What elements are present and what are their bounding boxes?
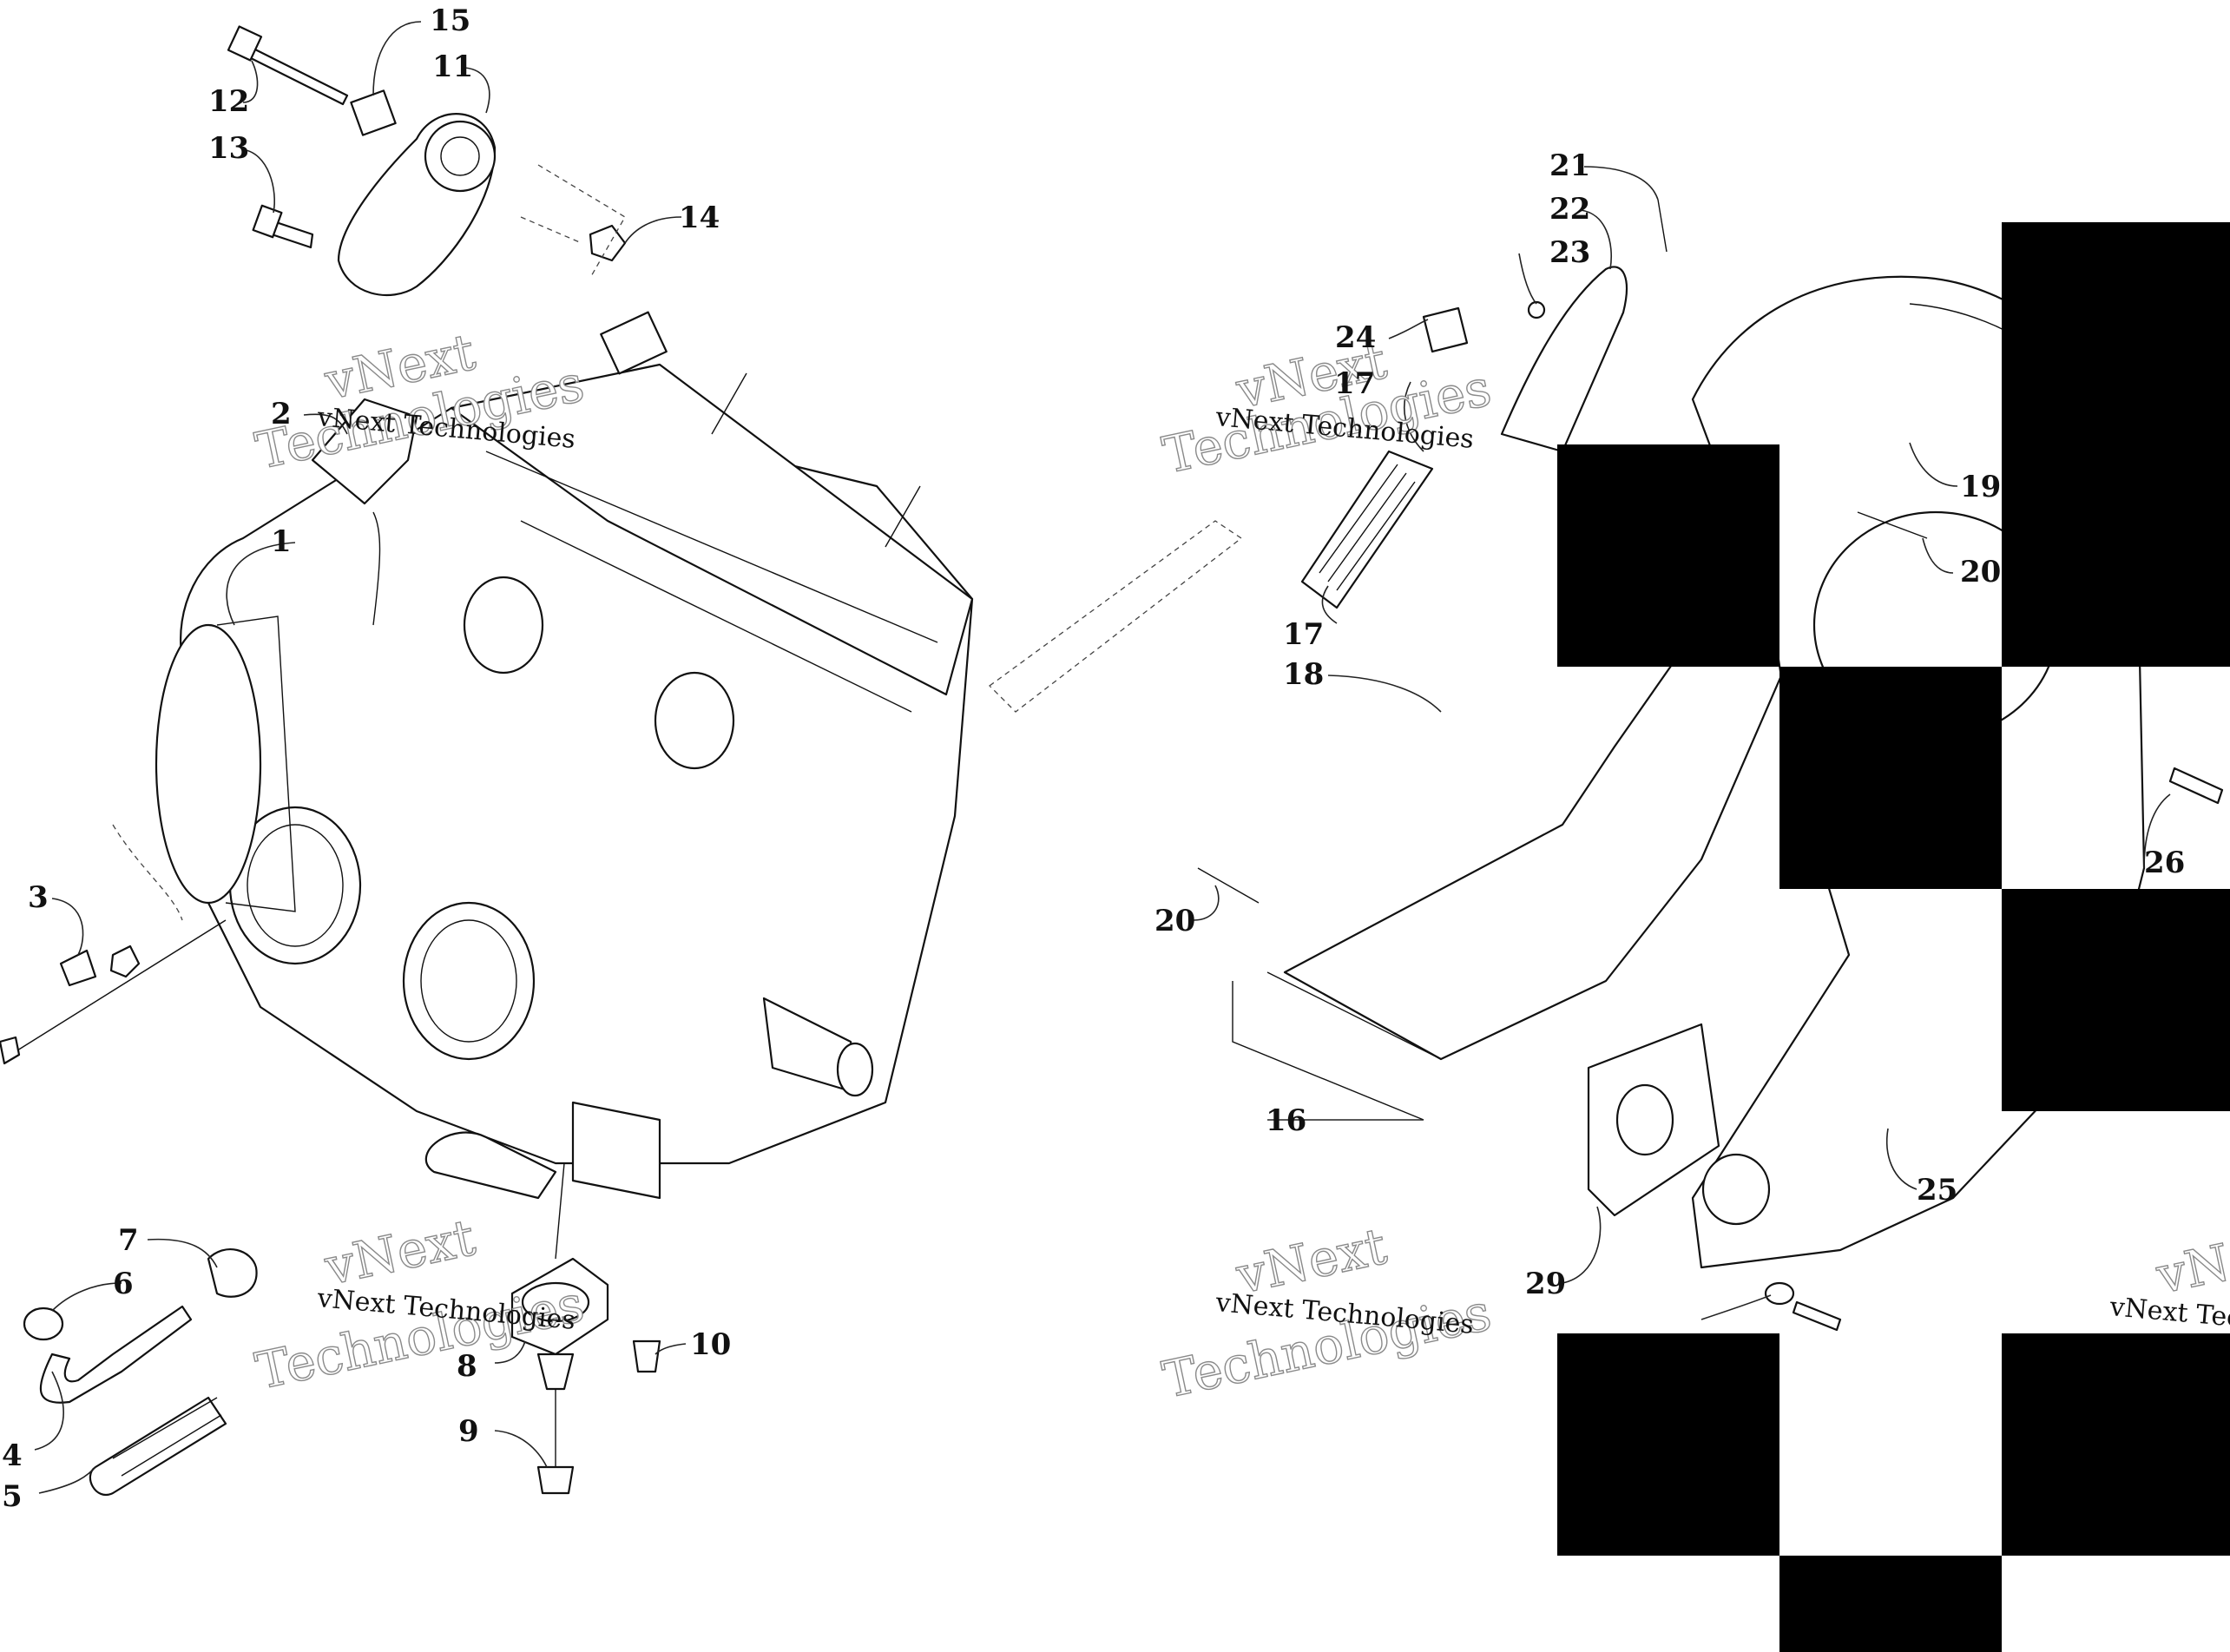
washer-bottom bbox=[1764, 1281, 1795, 1306]
gasket-29 bbox=[1587, 1023, 1720, 1217]
callout-5: 5 bbox=[2, 1479, 23, 1514]
callout-9: 9 bbox=[458, 1414, 479, 1449]
callout-3: 3 bbox=[28, 880, 49, 915]
clamp-3-assembly bbox=[0, 824, 227, 1065]
engine-assembly bbox=[155, 311, 974, 1200]
redaction-block bbox=[1779, 667, 2002, 889]
callout-10: 10 bbox=[690, 1327, 731, 1362]
watermark-top-right: vNext Technologies vNext Technologies bbox=[1157, 330, 1497, 485]
callout-25: 25 bbox=[1917, 1173, 1957, 1208]
callout-4: 4 bbox=[2, 1438, 23, 1473]
redaction-block bbox=[2002, 1333, 2230, 1556]
callout-15: 15 bbox=[430, 3, 470, 38]
callout-29: 29 bbox=[1525, 1267, 1566, 1301]
redaction-blocks bbox=[1557, 222, 2230, 1652]
bolt-bottom bbox=[1792, 1300, 1842, 1332]
callout-20-lower: 20 bbox=[1154, 904, 1195, 938]
watermark-bottom-right: vNext vNext Technologies bbox=[2108, 1215, 2230, 1345]
callout-22: 22 bbox=[1549, 192, 1590, 227]
redaction-block bbox=[1557, 1333, 1779, 1556]
callout-21: 21 bbox=[1549, 148, 1590, 183]
rivet-20-lower bbox=[1197, 867, 1260, 904]
redaction-block bbox=[1779, 1556, 2002, 1652]
redaction-block bbox=[1557, 444, 1779, 667]
engine-mount-upper bbox=[227, 25, 627, 297]
callout-13: 13 bbox=[208, 131, 249, 166]
callout-23: 23 bbox=[1549, 235, 1590, 270]
watermark-line1: vNext bbox=[319, 1208, 480, 1297]
exhaust-pipe-phantom bbox=[989, 520, 1243, 713]
callout-17-lower: 17 bbox=[1283, 617, 1324, 652]
shield-top-parts bbox=[1422, 199, 1668, 453]
callout-6: 6 bbox=[113, 1267, 134, 1301]
watermark-bottom-mid: vNext Technologies vNext Technologies bbox=[1157, 1215, 1497, 1410]
callout-17-upper: 17 bbox=[1334, 366, 1375, 401]
mount-bracket-2 bbox=[311, 398, 418, 505]
callout-labels: 1 2 3 4 5 6 7 8 9 10 11 12 13 14 15 16 1… bbox=[2, 3, 2185, 1514]
redaction-block bbox=[2002, 889, 2230, 1111]
callout-26: 26 bbox=[2144, 846, 2185, 880]
callout-1: 1 bbox=[271, 524, 292, 559]
callout-24: 24 bbox=[1335, 320, 1376, 355]
callout-18: 18 bbox=[1283, 657, 1324, 692]
callout-12: 12 bbox=[208, 84, 249, 119]
callout-19: 19 bbox=[1960, 470, 2001, 504]
redaction-block bbox=[2002, 222, 2230, 667]
leader-lines bbox=[34, 21, 2171, 1494]
decal-17 bbox=[1300, 450, 1434, 609]
rivet-20-upper bbox=[1857, 511, 1928, 539]
watermark-bottom-left: vNext Technologies vNext Technologies bbox=[250, 1207, 589, 1401]
callout-11: 11 bbox=[432, 49, 473, 84]
watermark-line1: vNext bbox=[2151, 1216, 2230, 1306]
callout-14: 14 bbox=[679, 201, 720, 235]
callout-20-upper: 20 bbox=[1960, 555, 2001, 589]
engine-mount-lower bbox=[510, 1162, 661, 1495]
callout-8: 8 bbox=[457, 1349, 477, 1384]
callout-7: 7 bbox=[118, 1223, 139, 1258]
callout-2: 2 bbox=[271, 397, 292, 431]
callout-16: 16 bbox=[1266, 1103, 1306, 1138]
hose-parts bbox=[23, 1248, 258, 1497]
bolt-26 bbox=[2168, 767, 2224, 805]
